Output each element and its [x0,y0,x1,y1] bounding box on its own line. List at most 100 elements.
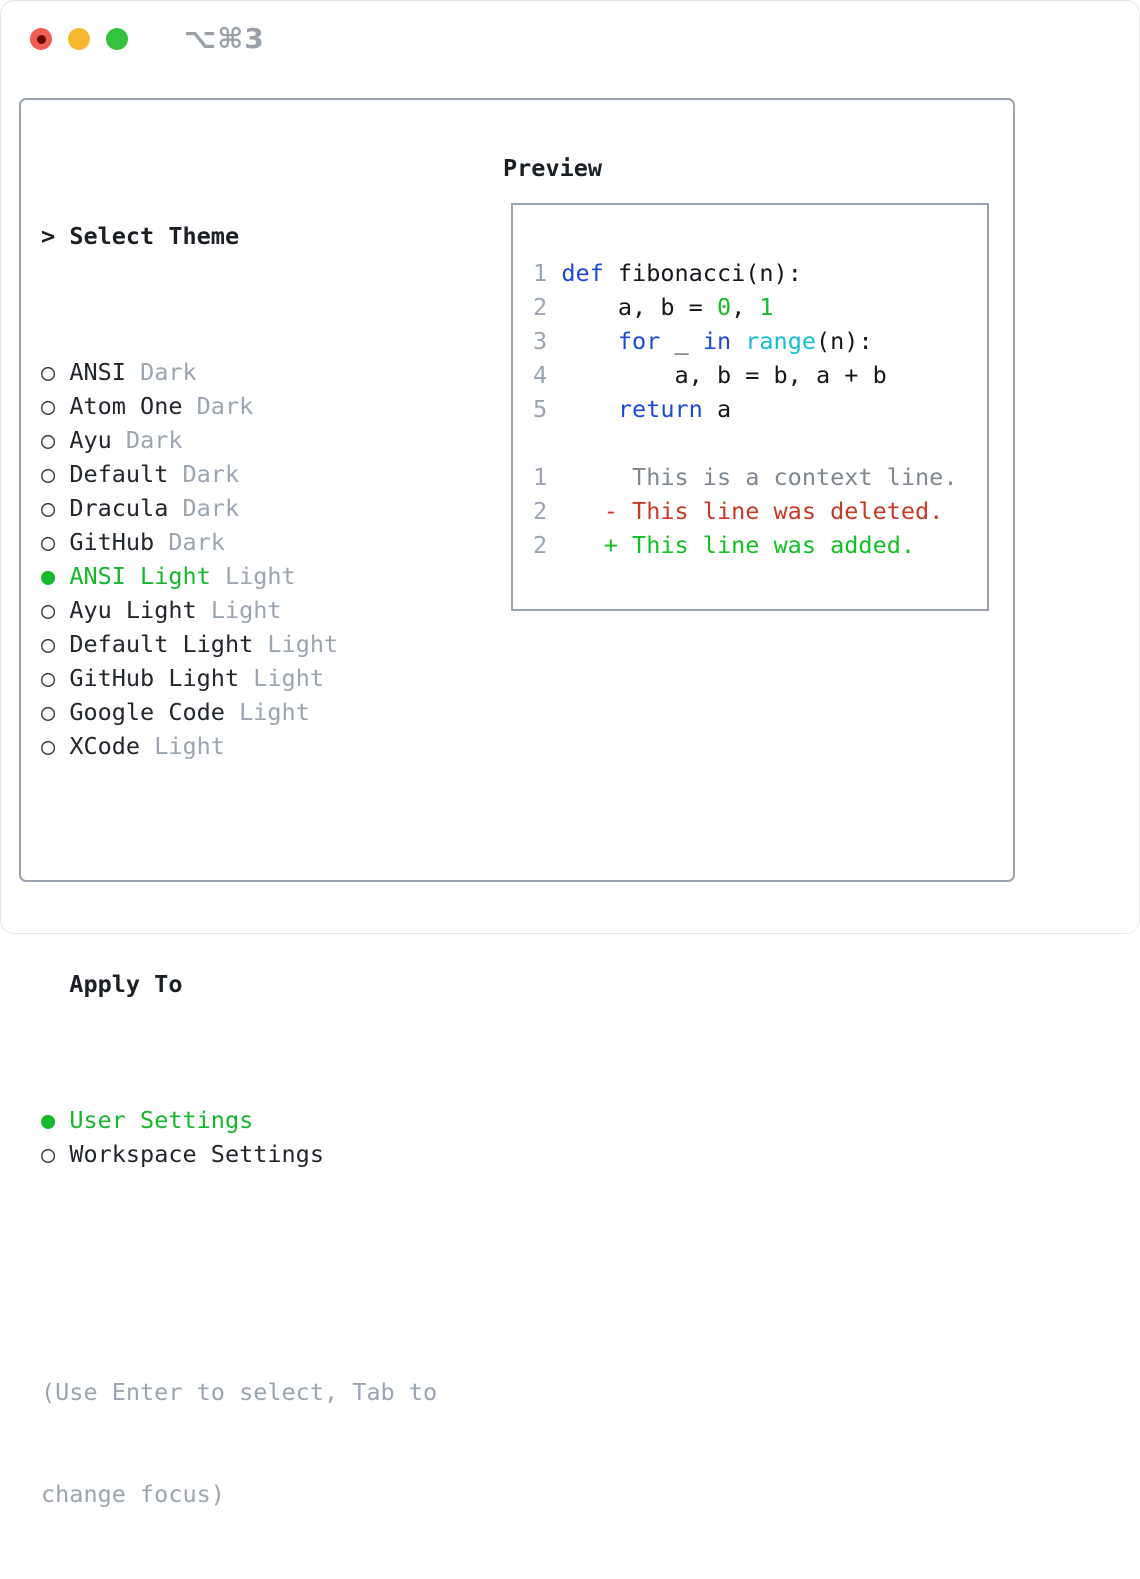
radio-unselected-icon: ○ [41,392,56,420]
code-line: 1 This is a context line. [533,460,957,494]
preview-title: Preview [503,154,603,182]
code-segment: fibonacci(n): [603,259,802,287]
line-number: 1 [533,463,548,491]
radio-unselected-icon: ○ [41,1140,56,1168]
code-line: 2 a, b = 0, 1 [533,290,957,324]
theme-picker-panel: > Select Theme ○ ANSI Dark○ Atom One Dar… [19,98,1015,1508]
theme-variant-tag: Light [224,562,296,590]
theme-variant-tag: Light [267,630,339,658]
theme-name: Ayu [69,426,112,454]
code-segment: 0 [716,293,732,321]
line-number: 2 [533,293,548,321]
code-segment [561,395,618,423]
code-line: 1 def fibonacci(n): [533,256,957,290]
theme-variant-tag: Dark [182,494,240,522]
code-line: 5 return a [533,392,957,426]
theme-name: GitHub Light [69,664,240,692]
theme-option-default[interactable]: ○ Default Dark [41,457,437,491]
prompt-caret-icon: > [41,222,56,250]
radio-unselected-icon: ○ [41,596,56,624]
theme-option-ansi-light[interactable]: ● ANSI Light Light [41,559,437,593]
spacer-row [41,865,437,899]
code-line: 3 for _ in range(n): [533,324,957,358]
code-segment: range [745,327,817,355]
minimize-button[interactable] [68,28,90,50]
code-line: 4 a, b = b, a + b [533,358,957,392]
radio-unselected-icon: ○ [41,426,56,454]
theme-name: Ayu Light [69,596,197,624]
close-dot-icon [36,34,46,44]
theme-name: ANSI Light [69,562,211,590]
apply-option-label: Workspace Settings [69,1140,324,1168]
code-segment: _ [660,327,703,355]
theme-option-default-light[interactable]: ○ Default Light Light [41,627,437,661]
theme-option-atom-one[interactable]: ○ Atom One Dark [41,389,437,423]
theme-name: Dracula [69,494,169,522]
theme-option-xcode[interactable]: ○ XCode Light [41,729,437,763]
theme-name: GitHub [69,528,155,556]
theme-option-dracula[interactable]: ○ Dracula Dark [41,491,437,525]
line-number [533,429,547,457]
radio-unselected-icon: ○ [41,732,56,760]
theme-picker-column: > Select Theme ○ ANSI Dark○ Atom One Dar… [41,151,437,1579]
code-segment: a [702,395,732,423]
line-number: 3 [533,327,548,355]
theme-option-ayu-light[interactable]: ○ Ayu Light Light [41,593,437,627]
line-number: 1 [533,259,548,287]
theme-variant-tag: Dark [125,426,183,454]
theme-option-ansi[interactable]: ○ ANSI Dark [41,355,437,389]
theme-option-google-code[interactable]: ○ Google Code Light [41,695,437,729]
code-line: 2 + This line was added. [533,528,957,562]
theme-name: Default [69,460,169,488]
theme-name: ANSI [69,358,126,386]
code-segment: - This line was deleted. [561,497,944,525]
theme-name: Atom One [69,392,183,420]
code-segment: (n): [816,327,873,355]
radio-unselected-icon: ○ [41,698,56,726]
zoom-button[interactable] [106,28,128,50]
radio-unselected-icon: ○ [41,664,56,692]
theme-option-ayu[interactable]: ○ Ayu Dark [41,423,437,457]
theme-variant-tag: Light [210,596,282,624]
code-segment: , [731,293,760,321]
code-segment: for [617,327,661,355]
radio-selected-icon: ● [41,562,56,590]
code-segment: + This line was added. [561,531,916,559]
apply-option-workspace-settings[interactable]: ○ Workspace Settings [41,1137,437,1171]
code-segment: a, b = [561,293,717,321]
radio-unselected-icon: ○ [41,460,56,488]
theme-variant-tag: Dark [182,460,240,488]
spacer-row [41,1273,437,1307]
hint-line-2: change focus) [41,1480,225,1508]
hint-line-1: (Use Enter to select, Tab to [41,1378,438,1406]
apply-to-header: Apply To [41,967,437,1001]
line-number: 5 [533,395,548,423]
theme-name: Google Code [69,698,225,726]
apply-to-title: Apply To [69,970,183,998]
radio-unselected-icon: ○ [41,494,56,522]
close-button[interactable] [30,28,52,50]
radio-unselected-icon: ○ [41,528,56,556]
line-number: 2 [533,531,548,559]
theme-variant-tag: Dark [168,528,225,556]
code-line [533,426,957,460]
theme-option-github[interactable]: ○ GitHub Dark [41,525,437,559]
select-theme-header: > Select Theme [41,219,437,253]
theme-options-list: ○ ANSI Dark○ Atom One Dark○ Ayu Dark○ De… [41,355,437,763]
theme-option-github-light[interactable]: ○ GitHub Light Light [41,661,437,695]
code-segment [731,327,745,355]
code-segment: This is a context line. [561,463,958,491]
theme-variant-tag: Dark [140,358,197,386]
radio-unselected-icon: ○ [41,358,56,386]
theme-name: Default Light [69,630,254,658]
code-segment [561,327,618,355]
apply-option-label: User Settings [69,1106,254,1134]
window-title: ⌥⌘3 [184,22,265,55]
line-number: 4 [533,361,548,389]
apply-option-user-settings[interactable]: ● User Settings [41,1103,437,1137]
theme-variant-tag: Dark [196,392,254,420]
theme-name: XCode [69,732,141,760]
theme-variant-tag: Light [239,698,310,726]
theme-variant-tag: Light [253,664,324,692]
